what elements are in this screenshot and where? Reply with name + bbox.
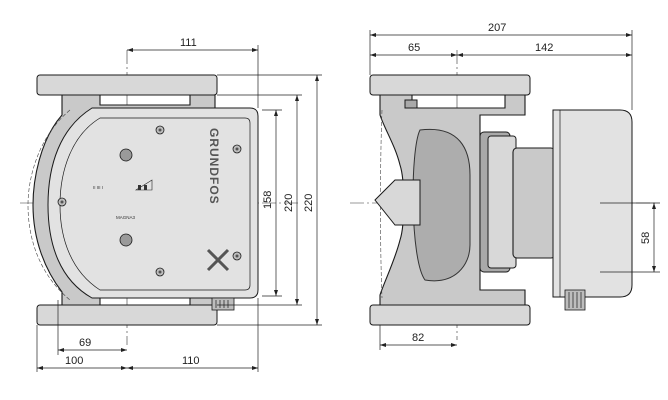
dim-front-220-b: 220 (303, 194, 315, 212)
dim-side-207: 207 (488, 22, 506, 34)
side-view: 207 65 142 58 82 (350, 22, 660, 350)
front-lower-knob (119, 233, 133, 247)
side-top-flange (369, 74, 531, 96)
side-volute-detail (412, 128, 471, 282)
front-brand-logo: GRUNDFOS (207, 128, 221, 205)
front-control-box (47, 107, 259, 299)
dim-front-111: 111 (180, 37, 197, 49)
side-hidden-outline (380, 109, 383, 299)
side-top-port (404, 99, 418, 109)
front-view: II III I MAGNA3 GRUNDFOS 111 (20, 37, 322, 372)
front-control-panel (59, 117, 251, 291)
front-model-label: MAGNA3 (116, 215, 136, 220)
side-bottom-flange (369, 304, 531, 326)
dim-side-58: 58 (640, 232, 652, 244)
front-cable-connector (211, 297, 235, 311)
front-panel-symbols: II III I (93, 185, 103, 190)
dim-side-142: 142 (535, 42, 553, 54)
front-volute-hidden-outline (27, 109, 71, 301)
dim-front-100: 100 (65, 355, 83, 367)
dim-front-110: 110 (182, 355, 200, 367)
front-upper-knob (119, 148, 133, 162)
dim-front-158: 158 (262, 191, 274, 209)
dim-front-69: 69 (79, 337, 91, 349)
dim-side-82: 82 (412, 332, 424, 344)
dim-side-65: 65 (408, 42, 420, 54)
dim-front-220-a: 220 (283, 194, 295, 212)
side-control-box (552, 109, 633, 298)
front-bottom-flange (36, 304, 218, 326)
front-top-flange (36, 74, 218, 96)
front-signal-icon (134, 179, 153, 191)
front-screws (57, 125, 242, 277)
side-motor-housing (512, 147, 556, 259)
side-cable-gland (564, 289, 586, 311)
side-motor-ring-2 (487, 135, 517, 269)
front-x-logo-icon (206, 248, 230, 272)
side-tab (374, 179, 421, 226)
